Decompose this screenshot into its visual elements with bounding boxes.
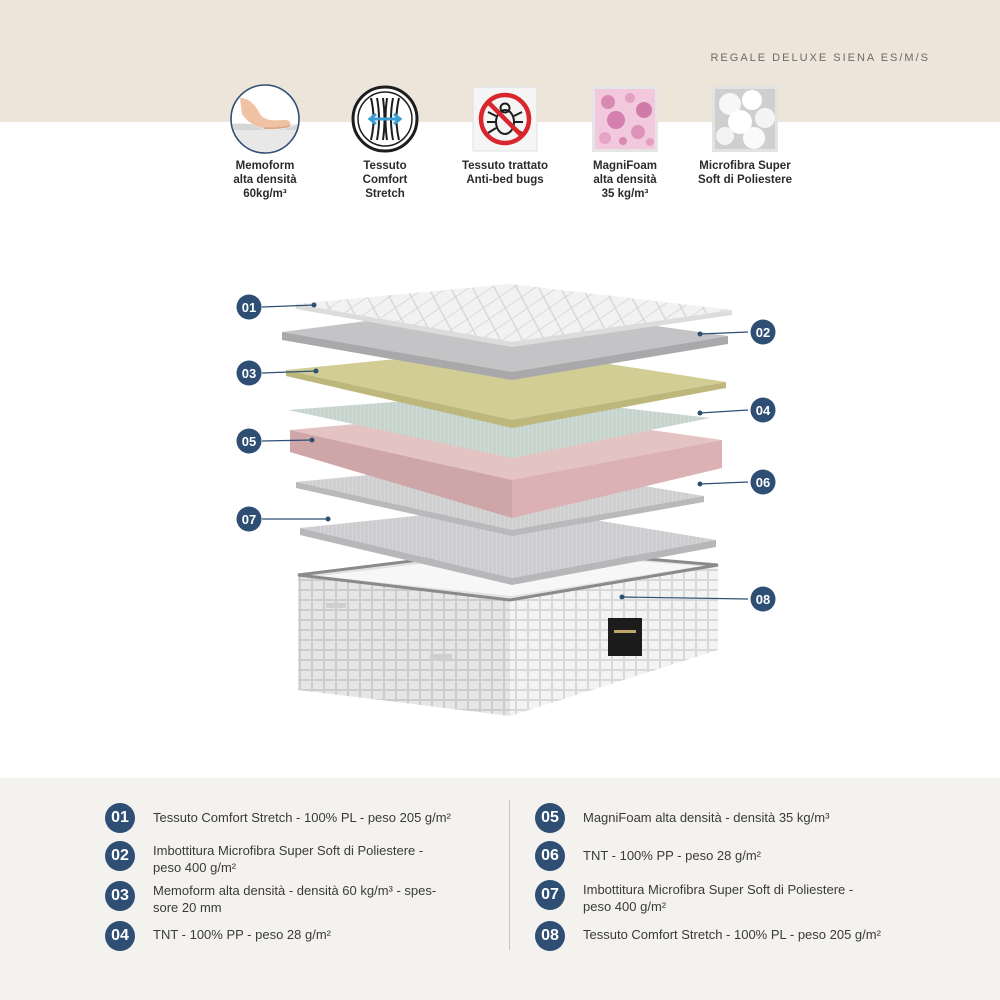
legend-text: Imbottitura Microfibra Super Soft di Pol… xyxy=(153,843,424,875)
callout-03: 03 xyxy=(236,360,262,386)
legend-text: TNT - 100% PP - peso 28 g/m² xyxy=(153,927,331,942)
legend-item-01: 01 Tessuto Comfort Stretch - 100% PL - p… xyxy=(105,803,505,835)
legend-badge: 04 xyxy=(105,921,135,951)
legend-divider xyxy=(509,800,510,950)
callout-07: 07 xyxy=(236,506,262,532)
legend-item-02: 02 Imbottitura Microfibra Super Soft di … xyxy=(105,841,505,877)
feature-icons-row: Memoform alta densità 60kg/m³ Tessuto Co… xyxy=(215,84,795,214)
feature-label: Microfibra Super Soft di Poliestere xyxy=(698,160,792,186)
legend-text: MagniFoam alta densità - densità 35 kg/m… xyxy=(583,810,830,825)
svg-text:01: 01 xyxy=(242,300,256,315)
legend-text: TNT - 100% PP - peso 28 g/m² xyxy=(583,848,761,863)
callout-lines xyxy=(261,304,749,600)
feature-microfibra: Microfibra Super Soft di Poliestere xyxy=(695,84,795,187)
callout-05: 05 xyxy=(236,428,262,454)
callout-08: 08 xyxy=(750,586,776,612)
legend-item-03: 03 Memoform alta densità - densità 60 kg… xyxy=(105,881,505,917)
mattress-layers-diagram: 01 02 03 04 05 06 07 08 xyxy=(0,260,1000,730)
svg-text:06: 06 xyxy=(756,475,770,490)
legend-badge: 01 xyxy=(105,803,135,833)
brand-label-icon xyxy=(608,618,642,656)
legend-badge: 03 xyxy=(105,881,135,911)
feature-anti-bed-bugs: Tessuto trattato Anti-bed bugs xyxy=(455,84,555,187)
feature-magnifoam: MagniFoam alta densità 35 kg/m³ xyxy=(575,84,675,201)
legend-text: Tessuto Comfort Stretch - 100% PL - peso… xyxy=(153,810,451,825)
stretch-fabric-icon xyxy=(350,84,420,154)
feature-label: Memoform alta densità 60kg/m³ xyxy=(233,160,297,200)
legend-text: Tessuto Comfort Stretch - 100% PL - peso… xyxy=(583,927,881,942)
magnifoam-texture-icon xyxy=(590,84,660,154)
handle-icon xyxy=(430,654,452,660)
feature-memoform: Memoform alta densità 60kg/m³ xyxy=(215,84,315,201)
legend-panel xyxy=(0,778,1000,1000)
callout-06: 06 xyxy=(750,469,776,495)
product-name: REGALE DELUXE SIENA ES/M/S xyxy=(710,52,930,64)
svg-text:04: 04 xyxy=(756,403,771,418)
legend-item-07: 07 Imbottitura Microfibra Super Soft di … xyxy=(535,880,945,916)
callout-02: 02 xyxy=(750,319,776,345)
svg-text:03: 03 xyxy=(242,366,256,381)
legend-badge: 06 xyxy=(535,841,565,871)
legend-item-05: 05 MagniFoam alta densità - densità 35 k… xyxy=(535,803,945,835)
feature-comfort-stretch: Tessuto Comfort Stretch xyxy=(335,84,435,201)
feature-label: MagniFoam alta densità 35 kg/m³ xyxy=(593,160,657,200)
svg-text:05: 05 xyxy=(242,434,256,449)
callout-01: 01 xyxy=(236,294,262,320)
legend-badge: 07 xyxy=(535,880,565,910)
anti-bed-bug-icon xyxy=(470,84,540,154)
feature-label: Tessuto trattato Anti-bed bugs xyxy=(461,160,549,186)
callout-04: 04 xyxy=(750,397,776,423)
microfiber-fluff-icon xyxy=(710,84,780,154)
legend-item-06: 06 TNT - 100% PP - peso 28 g/m² xyxy=(535,841,945,873)
feature-label: Tessuto Comfort Stretch xyxy=(362,160,408,200)
legend-badge: 02 xyxy=(105,841,135,871)
svg-text:08: 08 xyxy=(756,592,770,607)
svg-text:02: 02 xyxy=(756,325,770,340)
memory-foam-hand-icon xyxy=(230,84,300,154)
legend-item-08: 08 Tessuto Comfort Stretch - 100% PL - p… xyxy=(535,921,945,953)
legend-badge: 08 xyxy=(535,921,565,951)
layer-03 xyxy=(286,348,726,420)
svg-text:07: 07 xyxy=(242,512,256,527)
legend-badge: 05 xyxy=(535,803,565,833)
legend-text: Imbottitura Microfibra Super Soft di Pol… xyxy=(583,882,854,914)
legend-item-04: 04 TNT - 100% PP - peso 28 g/m² xyxy=(105,921,505,953)
legend-text: Memoform alta densità - densità 60 kg/m³… xyxy=(153,883,437,915)
